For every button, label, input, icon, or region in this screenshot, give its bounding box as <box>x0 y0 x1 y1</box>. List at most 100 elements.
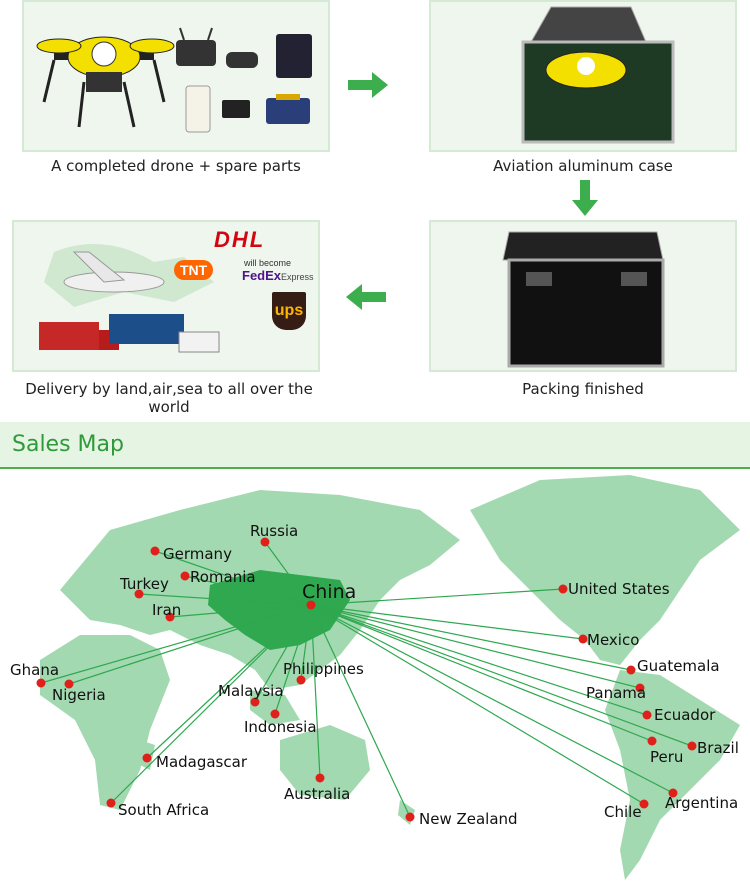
fedex-logo: FedExExpress <box>242 268 314 283</box>
route-ghana <box>40 604 312 684</box>
module-icon <box>226 52 258 68</box>
route-panama <box>310 604 641 689</box>
marker-indonesia <box>270 709 280 719</box>
label-peru: Peru <box>650 748 683 766</box>
step-caption-delivery: Delivery by land,air,sea to all over the… <box>25 380 313 416</box>
marker-united-states <box>558 584 568 594</box>
route-argentina <box>310 604 674 794</box>
route-ecuador <box>310 604 648 716</box>
label-malaysia: Malaysia <box>218 682 284 700</box>
label-turkey: Turkey <box>119 575 169 593</box>
sales-map-header: Sales Map <box>0 422 750 469</box>
route-mexico <box>310 604 584 640</box>
label-china: China <box>302 581 356 603</box>
will-become-text: will become <box>244 258 292 268</box>
route-brazil <box>310 604 693 747</box>
label-ecuador: Ecuador <box>654 706 716 724</box>
ship-icon <box>109 314 184 344</box>
step-panel-case <box>429 0 737 152</box>
marker-ecuador <box>642 710 652 720</box>
marker-malaysia <box>250 697 260 707</box>
label-nigeria: Nigeria <box>52 686 106 704</box>
marker-south-africa <box>106 798 116 808</box>
step-caption-packed: Packing finished <box>522 380 644 398</box>
route-turkey <box>138 593 312 606</box>
route-australia <box>310 604 321 779</box>
marker-peru <box>647 736 657 746</box>
airplane-icon <box>63 251 165 293</box>
route-new-zealand <box>310 604 411 818</box>
route-united-states <box>310 588 564 606</box>
route-indonesia <box>274 604 312 715</box>
toolbox-icon <box>266 98 310 124</box>
marker-panama <box>635 683 645 693</box>
marker-mexico <box>578 634 588 644</box>
label-ghana: Ghana <box>10 661 59 679</box>
adapter-icon <box>222 100 250 118</box>
marker-australia <box>315 773 325 783</box>
charger-icon <box>276 34 312 78</box>
label-south-africa: South Africa <box>118 801 209 819</box>
route-nigeria <box>68 604 312 685</box>
truck-icon <box>39 322 99 350</box>
arrow-down-icon <box>572 180 598 216</box>
label-united-states: United States <box>568 580 670 598</box>
route-guatemala <box>310 604 632 671</box>
marker-iran <box>165 612 175 622</box>
marker-china <box>306 600 316 610</box>
route-peru <box>310 604 653 742</box>
tnt-logo: TNT <box>174 260 214 280</box>
step-panel-packed <box>429 220 737 372</box>
label-russia: Russia <box>250 522 298 540</box>
marker-brazil <box>687 741 697 751</box>
aluminum-case-image <box>521 6 675 144</box>
marker-philippines <box>296 675 306 685</box>
label-madagascar: Madagascar <box>156 753 248 771</box>
battery-icon <box>185 85 211 133</box>
step-caption-drone: A completed drone + spare parts <box>51 157 301 175</box>
arrow-left-icon <box>346 284 386 310</box>
step-caption-case: Aviation aluminum case <box>493 157 673 175</box>
label-germany: Germany <box>163 545 232 563</box>
route-south-africa <box>110 604 312 804</box>
label-romania: Romania <box>190 568 256 586</box>
route-germany <box>154 550 312 606</box>
van-icon <box>178 331 220 353</box>
route-iran <box>169 604 312 618</box>
route-philippines <box>300 604 312 681</box>
packed-case-image <box>502 231 665 368</box>
route-russia <box>264 541 312 606</box>
label-iran: Iran <box>152 601 181 619</box>
route-chile <box>310 604 645 805</box>
ups-logo: ups <box>272 292 306 330</box>
marker-germany <box>150 546 160 556</box>
label-panama: Panama <box>586 684 646 702</box>
label-guatemala: Guatemala <box>637 657 720 675</box>
marker-madagascar <box>142 753 152 763</box>
label-mexico: Mexico <box>587 631 639 649</box>
marker-turkey <box>134 589 144 599</box>
dhl-logo: DHL <box>214 227 266 252</box>
marker-guatemala <box>626 665 636 675</box>
label-chile: Chile <box>604 803 642 821</box>
marker-romania <box>180 571 190 581</box>
routes <box>40 541 693 818</box>
marker-chile <box>639 799 649 809</box>
label-australia: Australia <box>284 785 350 803</box>
marker-nigeria <box>64 679 74 689</box>
label-indonesia: Indonesia <box>244 718 317 736</box>
arrow-right-icon <box>348 72 388 98</box>
route-romania <box>184 575 312 606</box>
label-new-zealand: New Zealand <box>419 810 518 828</box>
step-panel-delivery: DHL TNT will become FedExExpress ups <box>12 220 320 372</box>
drone-parts-image <box>36 27 312 133</box>
label-philippines: Philippines <box>283 660 364 678</box>
label-brazil: Brazil <box>697 739 739 757</box>
marker-russia <box>260 537 270 547</box>
route-madagascar <box>146 604 312 759</box>
sales-map-title: Sales Map <box>12 432 124 457</box>
marker-ghana <box>36 678 46 688</box>
drone-icon <box>36 36 175 128</box>
